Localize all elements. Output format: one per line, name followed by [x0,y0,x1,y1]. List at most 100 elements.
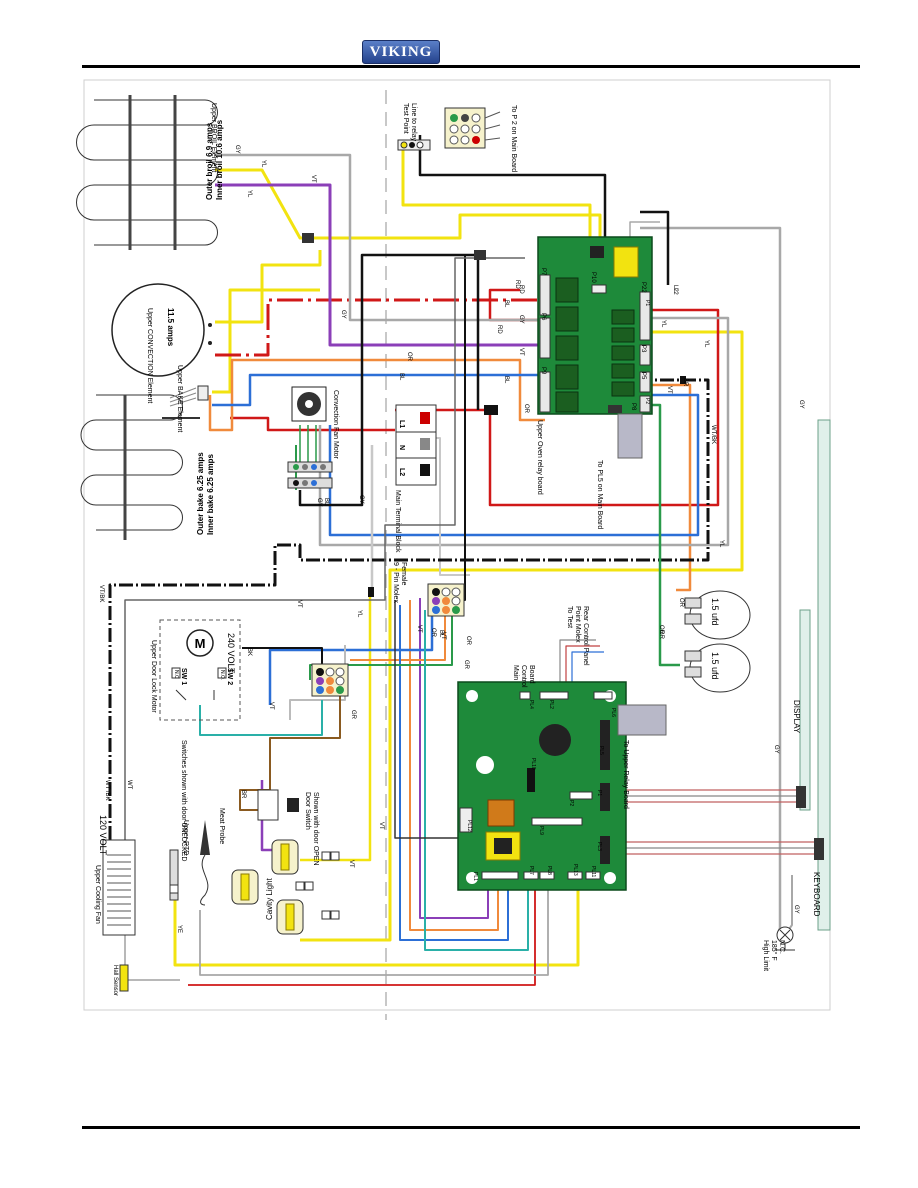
wire-code-label: BL [398,373,404,381]
label-p12: PL12 [466,820,472,832]
relay [555,391,579,413]
wire-yellow [215,250,322,324]
p7-connector [539,274,551,316]
light-terminal [321,910,331,920]
wire-red [488,288,545,322]
label-pl13: PL13 [572,864,578,876]
pin [335,667,345,677]
label-relay-board: Upper Oven relay board [536,420,543,495]
p5-connector [639,371,651,393]
pin [325,667,335,677]
label-cap-2: 1.5 ufd [710,652,720,680]
label-tb-l1: L1 [398,420,405,428]
wire-blue [328,393,700,537]
label-to-test-3: Rear Control Panel [582,606,589,666]
bake-element-coil [96,394,170,531]
pin [416,141,424,149]
wire-orange [208,358,545,432]
mounting-hole [604,872,616,884]
cooling-fan [102,839,136,936]
pin [432,597,440,605]
wire-code-label: YL [660,320,666,328]
wire-code-label: OR [678,598,684,608]
light-terminal [330,851,340,861]
wire-code-label: L2 [672,288,678,295]
meat-probe-tip [200,820,210,855]
terminal-l2-screw [420,464,430,476]
door-switch-plunger [287,798,299,812]
pin [326,677,334,685]
wire-black [298,253,480,507]
pin [432,606,440,614]
label-cap-1: 1.5 ufd [710,598,720,626]
label-broil-amps-outer: Outer broil 6.9 amps [205,122,214,200]
wire-code-label: VT [296,600,302,608]
viking-logo: VIKING [362,40,440,64]
light-terminal [295,881,305,891]
splice [368,587,374,597]
capacitor-terminal [684,666,702,678]
label-p22: P22 [640,282,646,293]
label-molex-2: Female [400,562,407,585]
p6-connector [539,317,551,359]
pl-connector [539,871,555,880]
label-meat-probe: Meat Probe [218,808,225,844]
pl3-connector [585,871,601,880]
p22-connector [639,291,651,341]
wire-code-label: BL [438,630,444,638]
label-display: DISPLAY [792,700,801,734]
pin [326,686,334,694]
p8-connector [639,395,651,413]
mounting-hole [476,756,494,774]
label-pl8: PL8 [546,866,552,875]
label-door-lock-motor: Upper Door Lock Motor [150,640,157,713]
upper-rtd [169,849,179,901]
high-limit-symbol [779,929,791,941]
wire-code-label: VT [348,860,354,868]
wire-teal [199,700,323,736]
wire-code-label: VT [310,175,316,183]
wire-red [188,878,536,986]
pin [442,606,450,614]
label-tb-n: N [398,445,405,450]
convection-terminal [208,323,212,327]
wire-violet [419,598,489,919]
pin [432,588,440,596]
mounting-hole [466,690,478,702]
main-terminal-block [395,404,437,486]
wire-violet [215,183,545,347]
relay [555,277,579,303]
wire-code-label: VT/BK [98,585,104,602]
pin [409,142,415,148]
switch-contacts [175,689,215,701]
label-no: N.O. [219,670,225,680]
label-l2: L2 [672,285,678,292]
label-240-volt: 240 VOLT [226,633,236,674]
pl10-header [527,768,535,792]
display-panel [799,609,811,811]
label-p1: P1 [596,790,602,796]
relay [555,335,579,361]
label-high-limit-3: N.C. [778,940,785,954]
pin [451,587,461,597]
p1-header [600,783,610,811]
pl6-connector [593,691,613,700]
bake-element-wiring [169,387,197,407]
wire-blue [399,605,509,941]
capacitor-terminal [684,597,702,609]
rtd-probe [169,849,179,901]
door-switch [257,789,299,821]
wire-code-label: GY [316,498,322,507]
wire-yellow [212,288,320,394]
ribbon-to-relay [617,704,667,736]
splice [302,233,314,243]
transformer-core [494,838,512,854]
wire-code-label: OR [406,352,412,362]
label-bake-element: Upper BAKE Element [176,365,183,432]
wire-blue [212,373,545,407]
label-main-board-1: Main [512,665,519,680]
pin [316,677,324,685]
label-p10: P10 [590,272,596,283]
label-switches-shown: Switches shown with door UNLOCKED [180,740,187,861]
wire-code-label: YE [176,925,182,933]
